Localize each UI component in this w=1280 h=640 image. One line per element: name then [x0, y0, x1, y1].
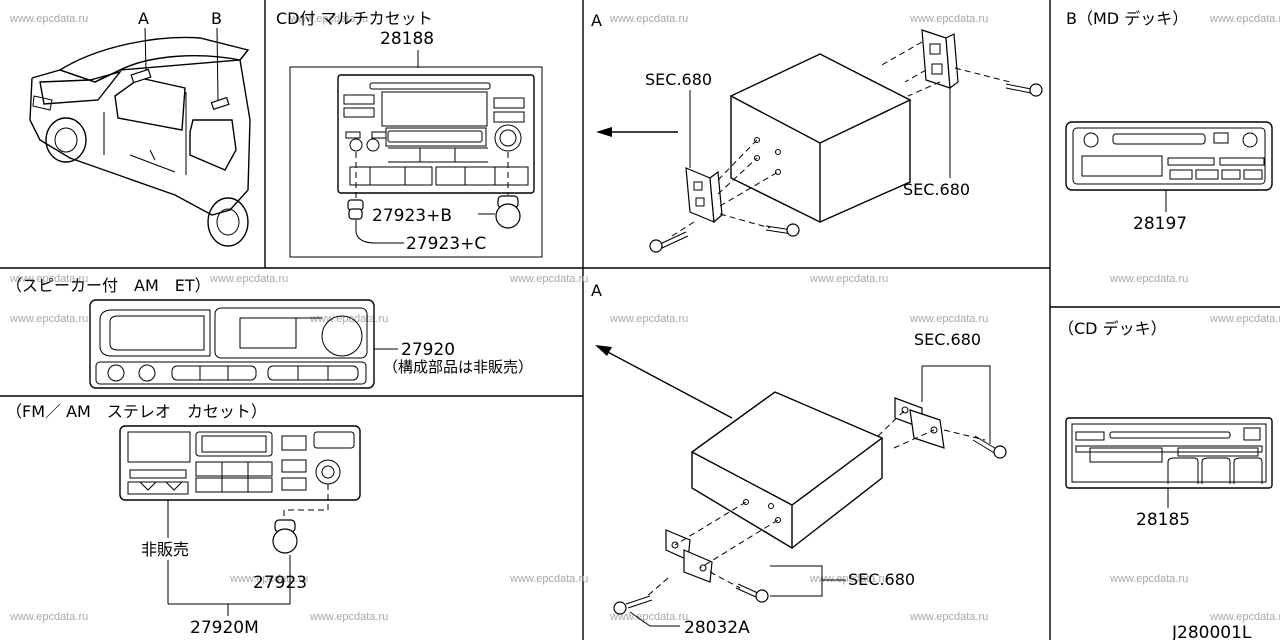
screw-icon: [765, 223, 800, 237]
speaker-am-panel: （スピーカー付 AM ET） 27920 （構成部品は非販売）: [6, 276, 533, 389]
speaker-am-unit: [89, 299, 375, 389]
bracket-left: [685, 167, 723, 224]
watermark: www.epcdata.ru: [1109, 273, 1188, 285]
assembly-box: [289, 66, 543, 258]
md-deck-unit: [1065, 121, 1273, 191]
screw-icon: [613, 595, 653, 615]
part-number-28188: 28188: [380, 29, 434, 49]
watermark: www.epcdata.ru: [909, 13, 988, 25]
screw-icon: [1005, 83, 1043, 97]
watermark: www.epcdata.ru: [909, 611, 988, 623]
watermark: www.epcdata.ru: [289, 13, 368, 25]
sec-ref-left: SEC.680: [645, 70, 712, 89]
panel-title: CD付 マルチカセット: [276, 9, 433, 28]
watermark: www.epcdata.ru: [1109, 573, 1188, 585]
watermark: www.epcdata.ru: [229, 573, 308, 585]
part-number-28185: 28185: [1136, 510, 1190, 530]
watermark: www.epcdata.ru: [9, 611, 88, 623]
screw-icon: [972, 435, 1007, 459]
md-deck-panel: B（MD デッキ） 28197: [1065, 9, 1273, 234]
part-number-27920: 27920: [401, 340, 455, 360]
bracket-bottom: [665, 529, 713, 583]
part-number-27923-c: 27923+C: [406, 234, 486, 254]
audio-unit-box: [729, 53, 912, 224]
watermark: www.epcdata.ru: [1209, 611, 1280, 623]
watermark: www.epcdata.ru: [309, 611, 388, 623]
not-sold-note: （構成部品は非販売）: [383, 358, 533, 376]
watermark: www.epcdata.ru: [9, 313, 88, 325]
panel-title: （CD デッキ）: [1058, 319, 1167, 338]
cd-multi-cassette-panel: CD付 マルチカセット 28188: [276, 9, 543, 258]
cd-cassette-unit: [337, 74, 535, 194]
watermark: www.epcdata.ru: [609, 13, 688, 25]
watermark: www.epcdata.ru: [509, 273, 588, 285]
knob-b: [495, 152, 521, 229]
leader-b: [216, 27, 219, 101]
knob: [272, 484, 329, 554]
leader-a: [144, 27, 147, 73]
vehicle-panel: A B: [29, 9, 251, 247]
audio-unit-box: [690, 391, 884, 550]
cd-deck-unit: [1065, 417, 1273, 489]
vehicle-illustration: [29, 36, 251, 247]
mounting-lower-panel: A SEC.680 SEC.680 28032A: [591, 281, 1007, 638]
guide-lines: [671, 41, 1011, 237]
sec-ref-top: SEC.680: [914, 330, 981, 349]
cd-deck-panel: （CD デッキ） 28185: [1058, 319, 1273, 530]
view-label-a: A: [591, 11, 602, 30]
diagram-code: J280001L: [1171, 623, 1252, 640]
part-number-27920m: 27920M: [190, 618, 259, 638]
view-label-a: A: [591, 281, 602, 300]
watermark: www.epcdata.ru: [209, 273, 288, 285]
watermark: www.epcdata.ru: [1209, 13, 1280, 25]
part-number-28197: 28197: [1133, 214, 1187, 234]
sec-ref-right: SEC.680: [903, 180, 970, 199]
watermark: www.epcdata.ru: [809, 573, 888, 585]
bracket-top: [894, 397, 945, 449]
screw-icon: [649, 231, 689, 253]
watermark: www.epcdata.ru: [309, 313, 388, 325]
watermark: www.epcdata.ru: [909, 313, 988, 325]
watermark: www.epcdata.ru: [809, 273, 888, 285]
direction-arrow: [596, 127, 678, 137]
watermark: www.epcdata.ru: [9, 13, 88, 25]
watermark: www.epcdata.ru: [509, 573, 588, 585]
panel-title: （FM／ AM ステレオ カセット）: [6, 402, 267, 421]
part-number-28032a: 28032A: [684, 618, 750, 638]
sec-ref-bottom: SEC.680: [848, 570, 915, 589]
watermark: www.epcdata.ru: [609, 611, 688, 623]
watermarks: www.epcdata.ru www.epcdata.ru www.epcdat…: [9, 13, 1280, 623]
location-label-a: A: [138, 9, 149, 28]
panel-title: B（MD デッキ）: [1066, 9, 1188, 28]
fm-am-unit: [119, 425, 361, 501]
watermark: www.epcdata.ru: [9, 273, 88, 285]
fm-am-cassette-panel: （FM／ AM ステレオ カセット） 非販売: [6, 402, 361, 638]
mounting-upper-panel: A SEC.680 SEC.680: [591, 11, 1043, 253]
knob-c: [347, 152, 364, 220]
location-label-b: B: [211, 9, 222, 28]
direction-arrow: [595, 345, 733, 419]
not-sold-label: 非販売: [141, 540, 189, 559]
watermark: www.epcdata.ru: [609, 313, 688, 325]
panel-title: （スピーカー付 AM ET）: [6, 276, 211, 295]
bracket-right: [921, 29, 959, 90]
watermark: www.epcdata.ru: [1209, 313, 1280, 325]
part-number-27923: 27923: [253, 573, 307, 593]
part-number-27923-b: 27923+B: [372, 206, 452, 226]
screw-icon: [735, 583, 769, 603]
